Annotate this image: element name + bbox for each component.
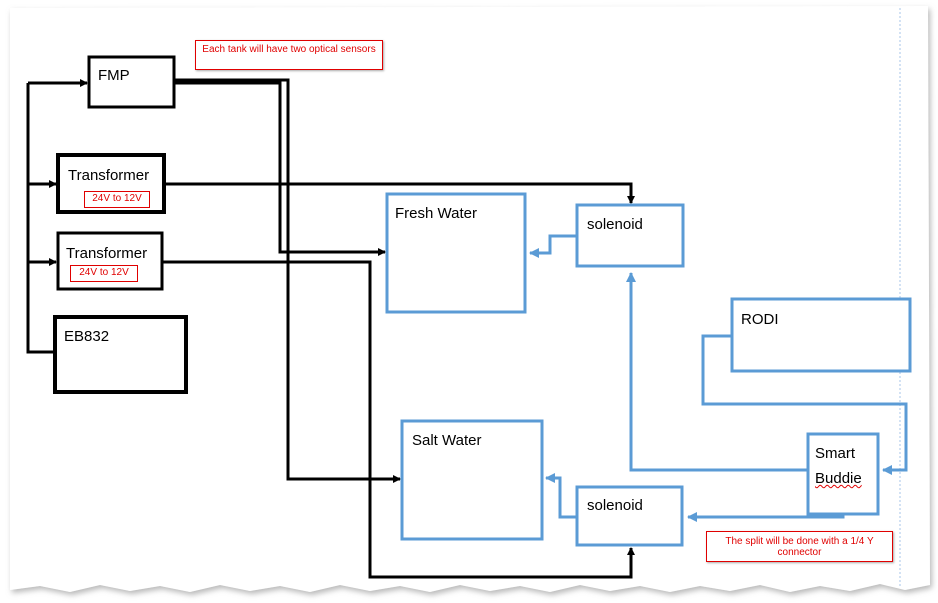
sensors-note: Each tank will have two optical sensors xyxy=(195,40,383,70)
trunk-line xyxy=(26,83,55,354)
rodi-box[interactable] xyxy=(730,297,912,373)
blue-connectors xyxy=(529,234,908,522)
black-connectors xyxy=(26,78,635,579)
smart-buddie-label-line2: Buddie xyxy=(815,470,862,487)
smart-buddie-label-line1: Smart xyxy=(815,445,856,462)
fmp-to-salt-water xyxy=(174,78,401,483)
fmp-label: FMP xyxy=(98,67,130,84)
transformer1-label: Transformer xyxy=(68,167,150,184)
smart-buddie-box[interactable] xyxy=(806,432,880,516)
rodi-label: RODI xyxy=(741,311,779,328)
fresh-water-box[interactable] xyxy=(385,192,527,314)
eb832-box[interactable] xyxy=(53,315,188,394)
fresh-water-label: Fresh Water xyxy=(395,205,477,222)
solenoid-top-box[interactable] xyxy=(575,203,685,268)
salt-water-box[interactable] xyxy=(400,419,544,541)
fmp-box[interactable] xyxy=(87,55,176,109)
voltage-tag-2: 24V to 12V xyxy=(70,265,138,282)
eb832-label: EB832 xyxy=(64,328,110,345)
voltage-tag-1: 24V to 12V xyxy=(84,191,150,208)
solenoid-top-to-fresh-water xyxy=(529,234,577,258)
salt-water-label: Salt Water xyxy=(412,432,482,449)
transformer2-label: Transformer xyxy=(66,245,148,262)
solenoid-bottom-box[interactable] xyxy=(575,485,684,547)
rodi-loop-to-smart-buddie xyxy=(701,334,908,475)
solenoid-bottom-label: solenoid xyxy=(587,497,643,514)
smart-buddie-to-solenoid-bottom xyxy=(687,512,845,522)
split-note: The split will be done with a 1/4 Y conn… xyxy=(706,531,893,562)
fmp-to-fresh-water xyxy=(174,81,386,256)
solenoid-bottom-to-salt-water xyxy=(545,473,577,519)
solenoid-top-label: solenoid xyxy=(587,216,643,233)
transformer1-to-solenoid-top xyxy=(164,182,635,204)
transformer2-to-solenoid-bottom xyxy=(162,260,635,579)
smart-buddie-to-solenoid-top xyxy=(626,272,808,472)
